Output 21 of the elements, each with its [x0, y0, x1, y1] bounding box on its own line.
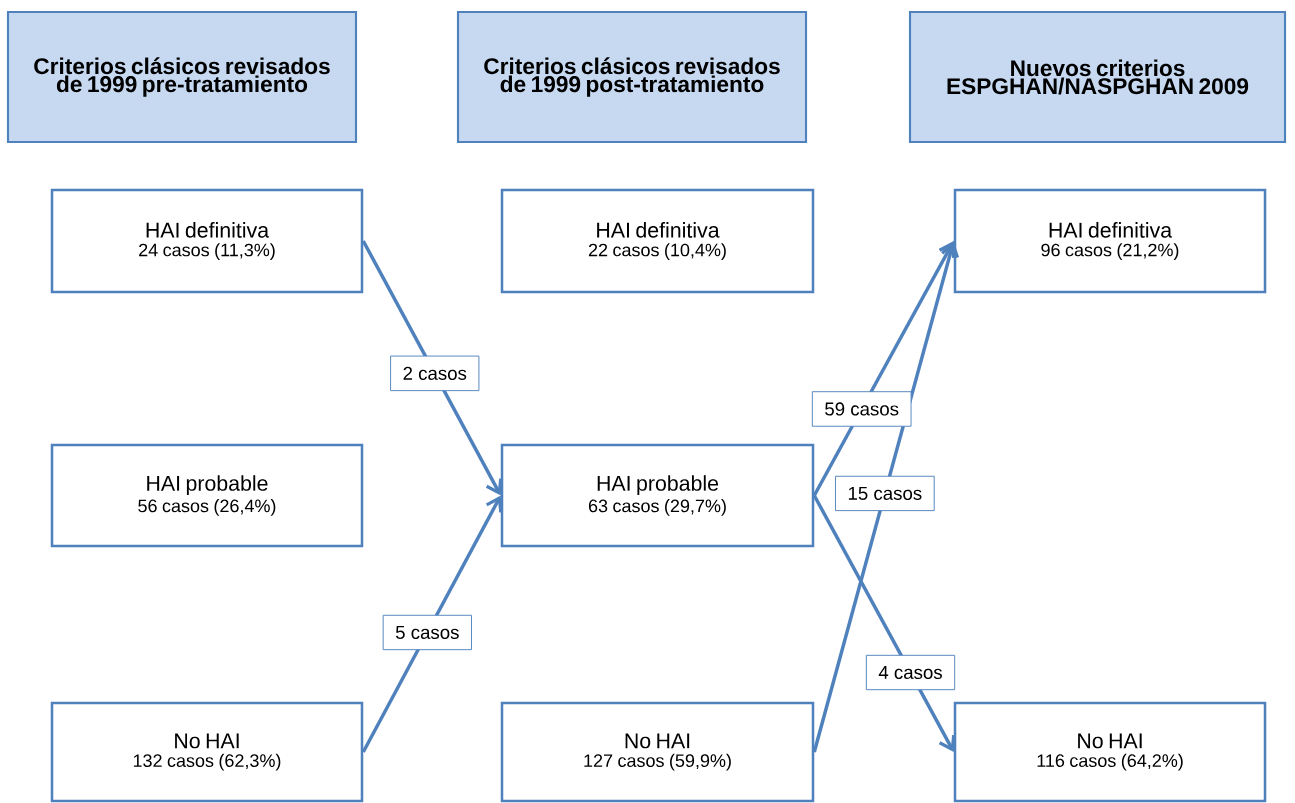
category-box: HAI probable 56 casos (26,4%) — [50, 443, 364, 548]
arrow — [812, 494, 956, 752]
category-box: HAI definitiva 22 casos (10,4%) — [500, 188, 815, 294]
header-box: Criterios clásicos revisados de 1999 pre-tratamiento — [6, 10, 358, 144]
category-box: No HAI 132 casos (62,3%) — [50, 701, 364, 803]
edge-label: 15 casos — [835, 475, 935, 512]
category-box: No HAI 127 casos (59,9%) — [500, 701, 815, 803]
edge-label: 59 casos — [811, 391, 912, 427]
arrow — [361, 240, 503, 496]
category-box: No HAI 116 casos (64,2%) — [953, 701, 1267, 803]
category-box: HAI definitiva 24 casos (11,3%) — [50, 188, 364, 294]
edge-label: 2 casos — [390, 355, 480, 392]
edge-label: 5 casos — [382, 614, 472, 651]
arrow — [812, 241, 956, 497]
arrow — [361, 495, 503, 753]
category-box: HAI probable 63 casos (29,7%) — [500, 443, 815, 548]
category-box: HAI definitiva 96 casos (21,2%) — [953, 188, 1267, 294]
edge-label: 4 casos — [865, 654, 956, 691]
header-box: Criterios clásicos revisados de 1999 post-tratamiento — [456, 10, 808, 144]
header-box: Nuevos criterios ESPGHAN/NASPGHAN 2009 — [908, 10, 1287, 144]
arrow — [812, 241, 960, 753]
